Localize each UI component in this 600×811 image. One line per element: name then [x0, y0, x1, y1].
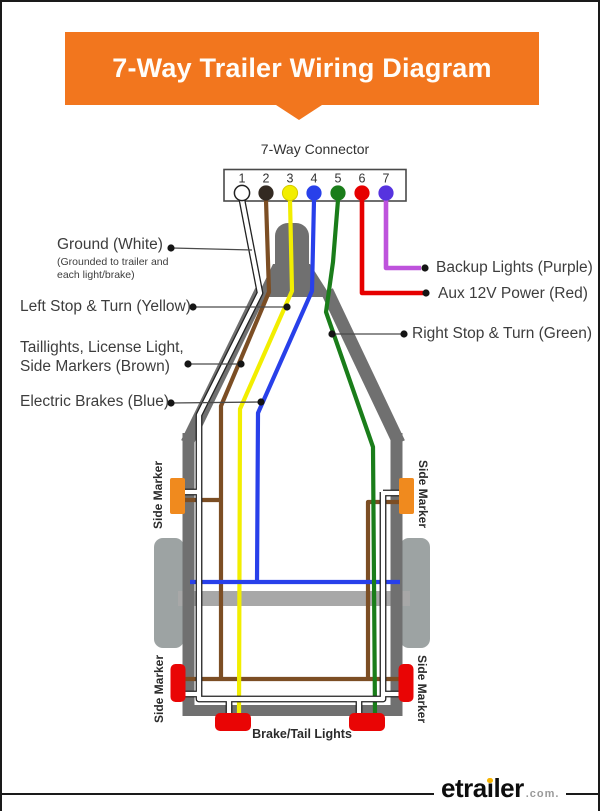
- pin-5-number: 5: [335, 172, 342, 186]
- dot: [257, 398, 265, 406]
- dot: [237, 360, 245, 368]
- side-marker-light-bottom-right: [398, 664, 414, 702]
- brown-wire: [185, 199, 399, 682]
- pin-2-number: 2: [263, 172, 270, 186]
- callout-aux: Aux 12V Power (Red): [438, 285, 588, 302]
- green-wire: [323, 199, 378, 716]
- side-marker-label-bottom-right: Side Marker: [415, 654, 429, 724]
- electric-brakes-leader: [170, 401, 262, 404]
- left-wheel: [154, 538, 184, 648]
- dot: [283, 303, 291, 311]
- logo-i-dot-icon: [487, 777, 493, 783]
- callout-ground-sub2: each light/brake): [57, 268, 135, 281]
- pin-4-circle: [306, 185, 322, 201]
- side-marker-light-top-right: [399, 478, 414, 514]
- callout-taillights-line1: Taillights, License Light,: [20, 339, 184, 356]
- pin-3-circle: [281, 184, 299, 202]
- pin-7-circle: [378, 185, 394, 201]
- connector-pins: 1 2 3 4 5 6 7: [233, 172, 394, 202]
- logo-part2: ler: [493, 773, 524, 803]
- dot: [421, 264, 429, 272]
- dot: [328, 330, 336, 338]
- header-banner: 7-Way Trailer Wiring Diagram: [65, 32, 539, 105]
- tail-light-left: [215, 713, 251, 731]
- pin-3-number: 3: [287, 172, 294, 186]
- right-wheel: [400, 538, 430, 648]
- callout-ground-sub1: (Grounded to trailer and: [57, 255, 169, 268]
- callout-taillights: Taillights, License Light, Side Markers …: [20, 339, 184, 376]
- bottom-rule: [2, 793, 598, 795]
- dot: [189, 303, 197, 311]
- dot: [167, 244, 175, 252]
- rear-rail: [182, 705, 403, 716]
- ground-leader: [171, 247, 253, 251]
- red-wire: [359, 200, 423, 296]
- axle: [178, 591, 410, 606]
- purple-wire: [383, 200, 421, 271]
- wires: [185, 199, 423, 716]
- logo-part1: etra: [441, 773, 487, 803]
- callout-ground-label: Ground (White): [57, 236, 163, 253]
- dot: [422, 289, 430, 297]
- pin-5-circle: [330, 185, 346, 201]
- pin-7-number: 7: [383, 172, 390, 186]
- pin-1-number: 1: [239, 172, 246, 186]
- trailer-frame: [154, 223, 430, 716]
- side-marker-light-bottom-left: [170, 664, 186, 702]
- leader-lines: [170, 247, 404, 404]
- callout-taillights-line2: Side Markers (Brown): [20, 357, 170, 375]
- logo-i-char: ı: [486, 773, 494, 803]
- callout-backup: Backup Lights (Purple): [436, 259, 593, 276]
- side-marker-label-top-left: Side Marker: [151, 460, 165, 530]
- a-frame-right: [321, 288, 405, 446]
- side-marker-label-bottom-left: Side Marker: [152, 654, 166, 724]
- brake-tail-label: Brake/Tail Lights: [252, 727, 352, 741]
- blue-wire: [190, 199, 400, 585]
- dot: [167, 399, 175, 407]
- pin-6-number: 6: [359, 172, 366, 186]
- dot: [400, 330, 408, 338]
- side-marker-light-top-left: [170, 478, 185, 514]
- tail-light-right: [349, 713, 385, 731]
- pin-1-circle: [233, 184, 251, 202]
- left-rail: [182, 433, 195, 716]
- callout-electric-brakes: Electric Brakes (Blue): [20, 393, 170, 410]
- yellow-wire: [236, 199, 295, 716]
- dot: [184, 360, 192, 368]
- logo-i: ı: [487, 775, 494, 801]
- side-marker-label-top-right: Side Marker: [416, 459, 430, 529]
- pin-4-number: 4: [311, 172, 318, 186]
- header-pointer-icon: [276, 105, 322, 120]
- callout-right-stop: Right Stop & Turn (Green): [412, 325, 593, 342]
- callout-left-stop: Left Stop & Turn (Yellow): [20, 298, 191, 315]
- pin-6-circle: [354, 185, 370, 201]
- logo-com: .com.: [525, 788, 560, 800]
- page-title: 7-Way Trailer Wiring Diagram: [112, 53, 492, 83]
- white-wire: [185, 199, 399, 714]
- marker-lights: [170, 478, 414, 731]
- pin-2-circle: [258, 185, 274, 201]
- callout-ground-sub: (Grounded to trailer and each light/brak…: [57, 256, 168, 282]
- leader-dots: [167, 244, 430, 407]
- callout-ground: Ground (White) (Grounded to trailer and …: [57, 236, 168, 282]
- connector-title: 7-Way Connector: [260, 141, 370, 157]
